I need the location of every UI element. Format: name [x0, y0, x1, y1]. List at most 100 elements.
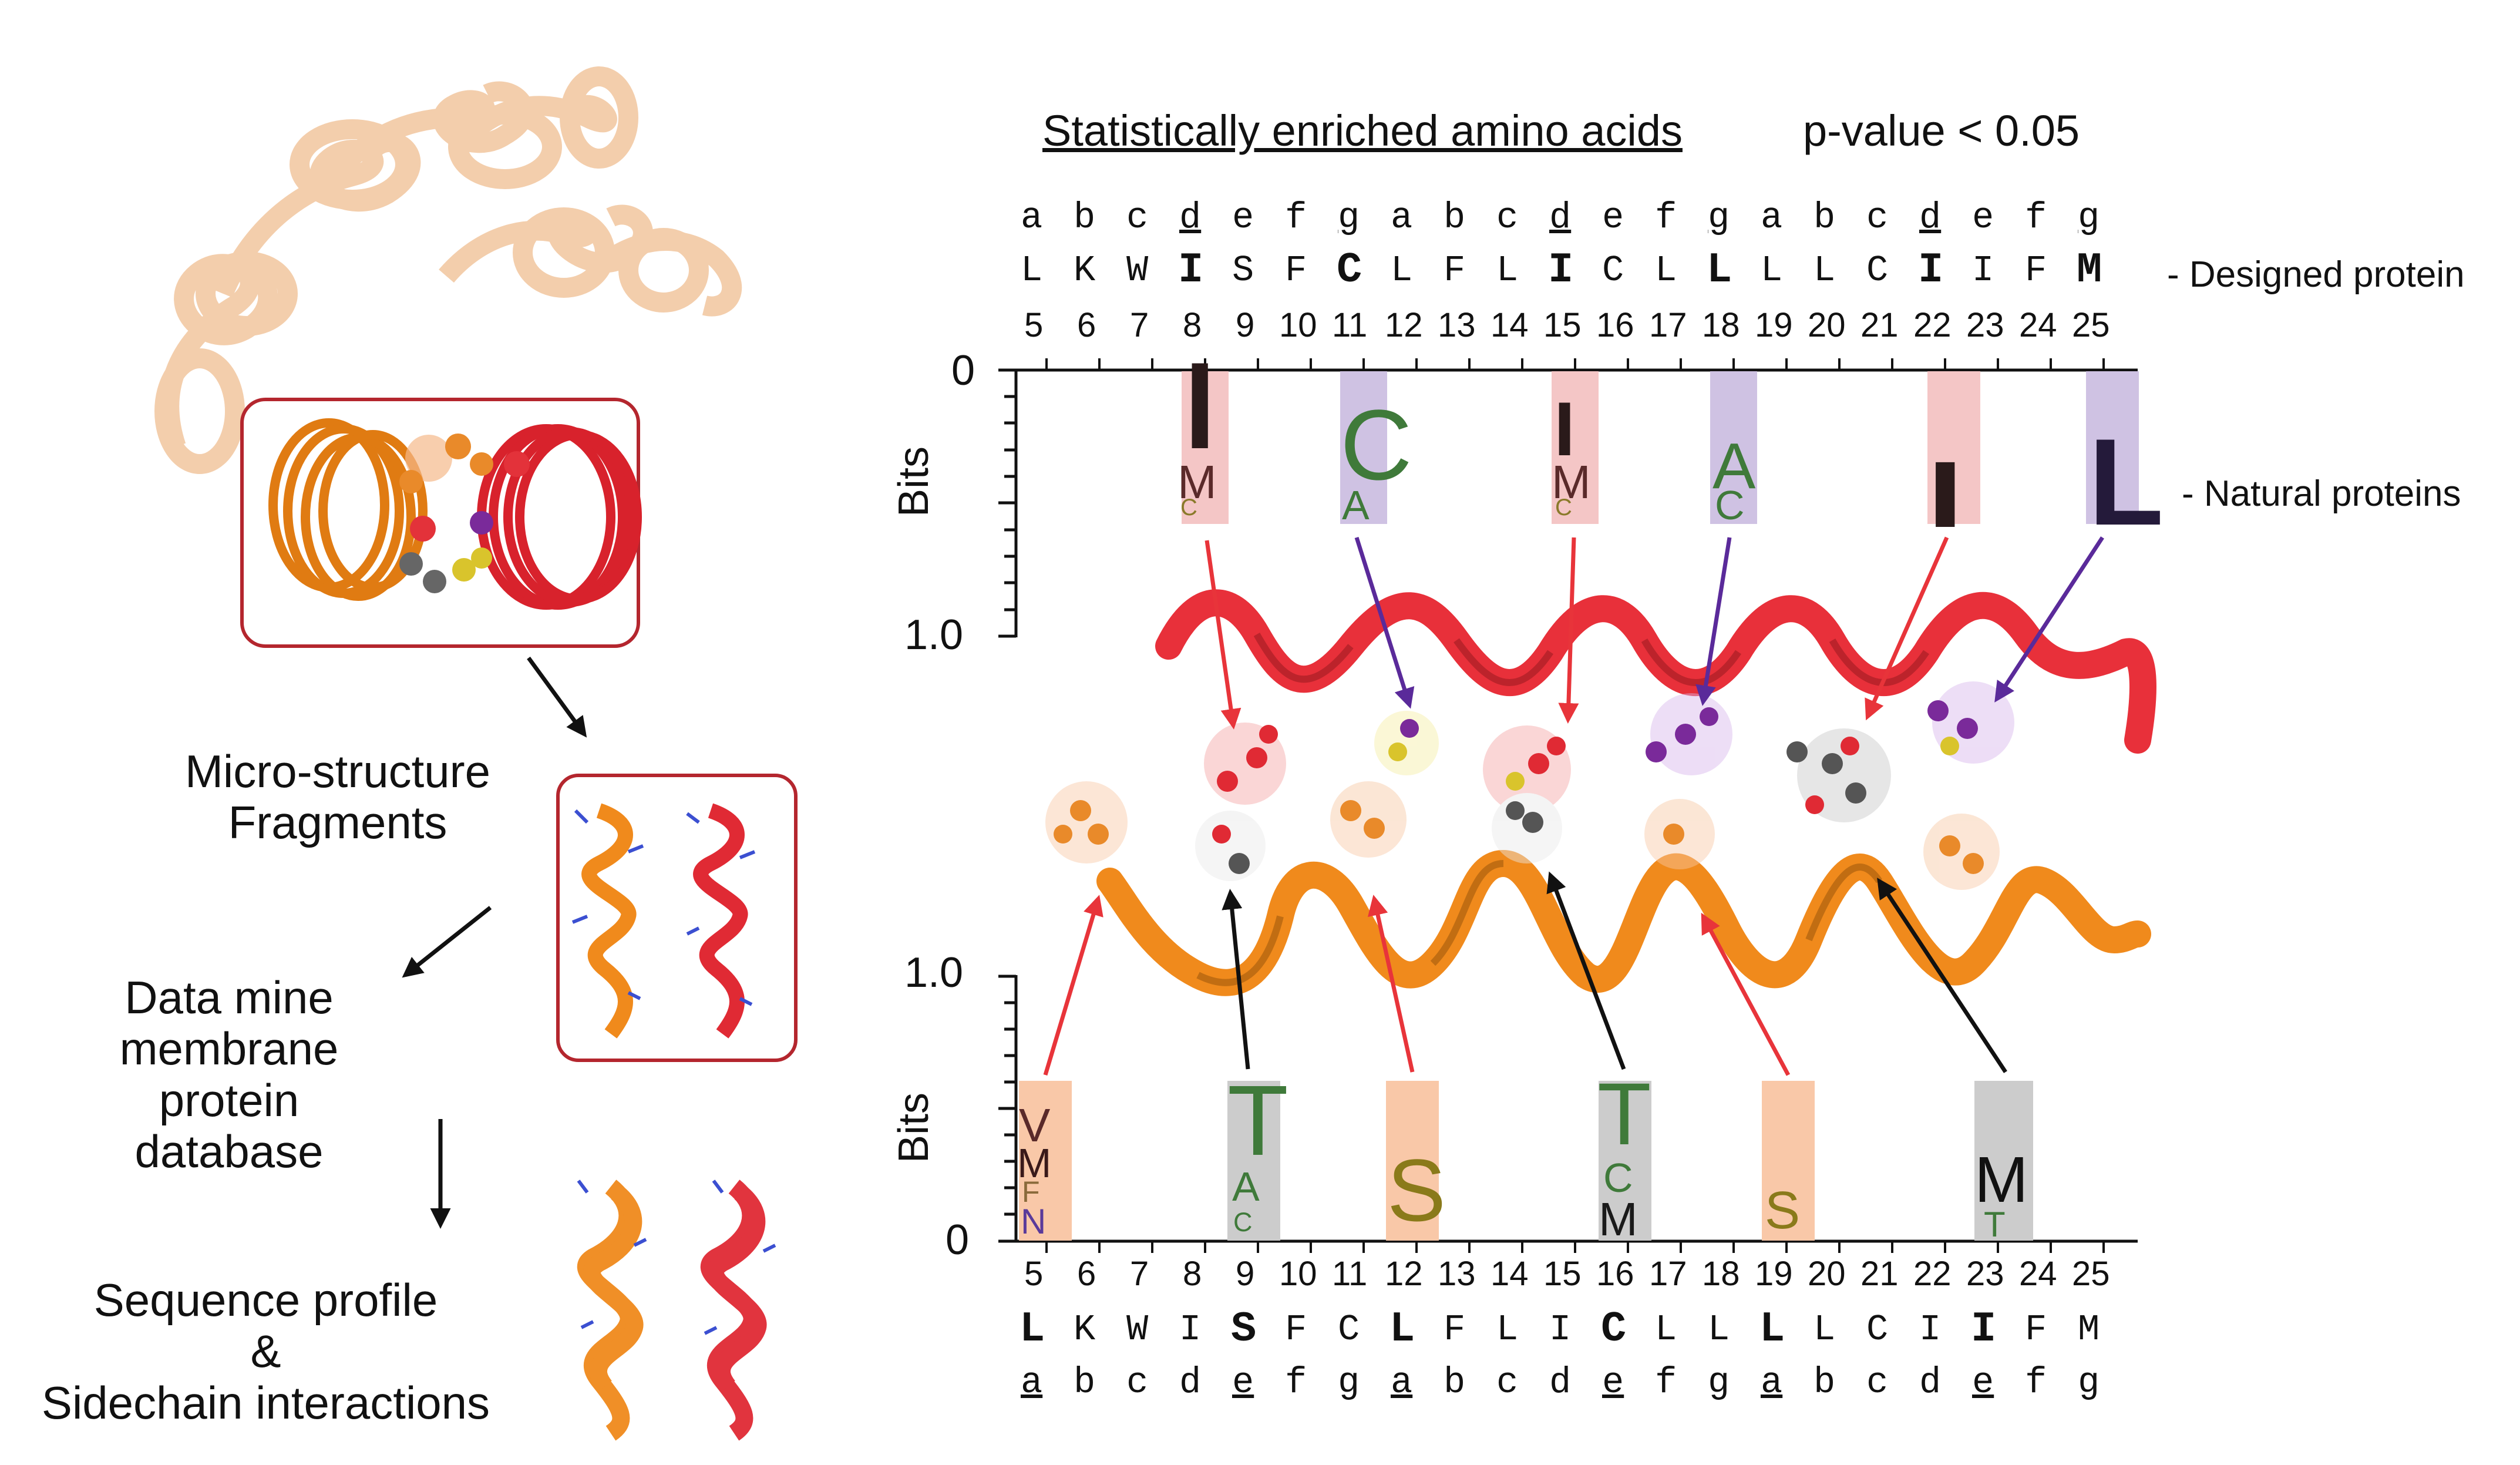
top-residue: I [1972, 250, 1994, 291]
top-position: 9 [1236, 306, 1255, 344]
top-residue: L [1707, 246, 1732, 294]
pvalue-label: p-value < 0.05 [1803, 106, 2080, 155]
top-heptad-letter: b [1814, 197, 1836, 238]
top-residue: M [2077, 246, 2102, 294]
bottom-logo-letter: T [1984, 1205, 2006, 1244]
bottom-logo-letter: C [1233, 1207, 1253, 1237]
top-residue: F [1444, 250, 1466, 291]
top-logo-letter: I [1184, 337, 1216, 475]
top-residue: S [1232, 250, 1254, 291]
top-position: 7 [1130, 306, 1149, 344]
top-residue: W [1126, 250, 1149, 291]
bottom-residue: C [1866, 1309, 1889, 1350]
bottom-position: 17 [1649, 1255, 1687, 1293]
top-position: 13 [1438, 306, 1476, 344]
bottom-logo-axis-label: Bits [890, 1092, 937, 1163]
bottom-heptad-row: a b c d e f g a b c d e f g a b c d e f … [1021, 1362, 2125, 1409]
bottom-position: 7 [1130, 1255, 1149, 1293]
bottom-heptad-letter: b [1444, 1362, 1466, 1403]
bottom-heptad-letter: e [1232, 1362, 1254, 1403]
bottom-heptad-letter: f [2025, 1362, 2047, 1403]
top-logo-letter: C [1340, 389, 1412, 501]
bottom-residue: W [1126, 1309, 1149, 1350]
bottom-residue: I [1971, 1305, 1997, 1353]
fragment-red-helix [693, 803, 748, 1039]
top-residue-row: L K W I S F C L F L I C L L L L C I I F … [1021, 246, 2125, 297]
top-position: 25 [2072, 306, 2110, 344]
bottom-heptad-letter: g [1338, 1362, 1360, 1403]
bottom-heptad-letter: a [1391, 1362, 1413, 1403]
bottom-position: 20 [1808, 1255, 1846, 1293]
top-residue: K [1074, 250, 1096, 291]
bottom-residue: L [1496, 1309, 1519, 1350]
top-heptad-letter: d [1179, 197, 1202, 238]
figure-title: Statistically enriched amino acids [1042, 106, 1683, 155]
fragment-orange-helix [581, 803, 637, 1039]
bottom-position: 14 [1491, 1255, 1529, 1293]
sidechain-atoms [1054, 700, 1984, 874]
bottom-residue: S [1231, 1305, 1257, 1353]
interface-sidechains [399, 434, 530, 593]
top-heptad-letter: g [2078, 197, 2100, 238]
top-position: 20 [1808, 306, 1846, 344]
bottom-position: 5 [1024, 1255, 1044, 1293]
top-heptad-letter: b [1074, 197, 1096, 238]
bottom-heptad-letter: b [1814, 1362, 1836, 1403]
bottom-logo-letter: A [1232, 1164, 1260, 1209]
top-position: 18 [1702, 306, 1740, 344]
bottom-logo-arrows [1043, 871, 2007, 1076]
top-logo-letter: M [1177, 456, 1217, 508]
top-residue: C [1337, 246, 1362, 294]
bottom-logo-letter: M [1974, 1144, 2028, 1216]
top-residue: C [1866, 250, 1889, 291]
bottom-position: 9 [1236, 1255, 1255, 1293]
orange-helix-ribbon [1096, 849, 2151, 996]
natural-proteins-label: - Natural proteins [2182, 473, 2461, 514]
top-logo-letter: I [1927, 442, 1964, 547]
bottom-residue: C [1338, 1309, 1360, 1350]
bottom-heptad-letter: f [1285, 1362, 1307, 1403]
bottom-logo-letter: T [1227, 1065, 1288, 1177]
fragments-box [556, 774, 798, 1062]
bottom-residue: L [1389, 1305, 1415, 1353]
bottom-logo-tick-0: 1.0 [904, 949, 964, 996]
bottom-logo-letter: S [1765, 1181, 1801, 1240]
ensemble-orange-helices [577, 1180, 644, 1441]
bottom-residue: M [2078, 1309, 2100, 1350]
top-position: 19 [1755, 306, 1793, 344]
bottom-position: 6 [1077, 1255, 1096, 1293]
top-position: 12 [1385, 306, 1423, 344]
bottom-position: 18 [1702, 1255, 1740, 1293]
top-position: 5 [1024, 306, 1044, 344]
flow-arrow-1 [527, 656, 587, 738]
flow-step-data-mine: Data mine membrane protein database [119, 972, 339, 1178]
top-position: 15 [1543, 306, 1582, 344]
top-logo-letter: L [2088, 413, 2164, 551]
bottom-residue: F [2025, 1309, 2047, 1350]
bottom-heptad-letter: f [1655, 1362, 1677, 1403]
top-logo-axis [998, 368, 2138, 638]
bottom-heptad-letter: g [1708, 1362, 1730, 1403]
top-heptad-letter: f [1655, 197, 1677, 238]
top-residue: L [1655, 250, 1677, 291]
top-heptad-letter: b [1444, 197, 1466, 238]
top-logo-tick-1: 1.0 [904, 611, 964, 658]
bottom-residue-row: L K W I S F C L F L I C L L L L C I I F … [1020, 1305, 2125, 1356]
bottom-heptad-letter: a [1021, 1362, 1043, 1403]
top-residue: C [1602, 250, 1624, 291]
top-logo-letter: C [1180, 495, 1197, 520]
top-residue: I [1918, 246, 1944, 294]
top-logo-axis-label: Bits [890, 446, 937, 517]
top-heptad-letter: c [1126, 197, 1149, 238]
bottom-position: 21 [1860, 1255, 1899, 1293]
bottom-heptad-letter: g [2078, 1362, 2100, 1403]
bottom-position: 8 [1183, 1255, 1202, 1293]
bottom-logo-letter: S [1387, 1141, 1446, 1239]
bottom-logo-bands [1019, 1081, 2033, 1241]
bottom-position: 16 [1596, 1255, 1634, 1293]
top-logo-letter: A [1342, 482, 1370, 528]
bottom-heptad-letter: d [1549, 1362, 1572, 1403]
top-heptad-letter: e [1232, 197, 1254, 238]
bottom-residue: L [1020, 1305, 1045, 1353]
top-residue: L [1496, 250, 1519, 291]
